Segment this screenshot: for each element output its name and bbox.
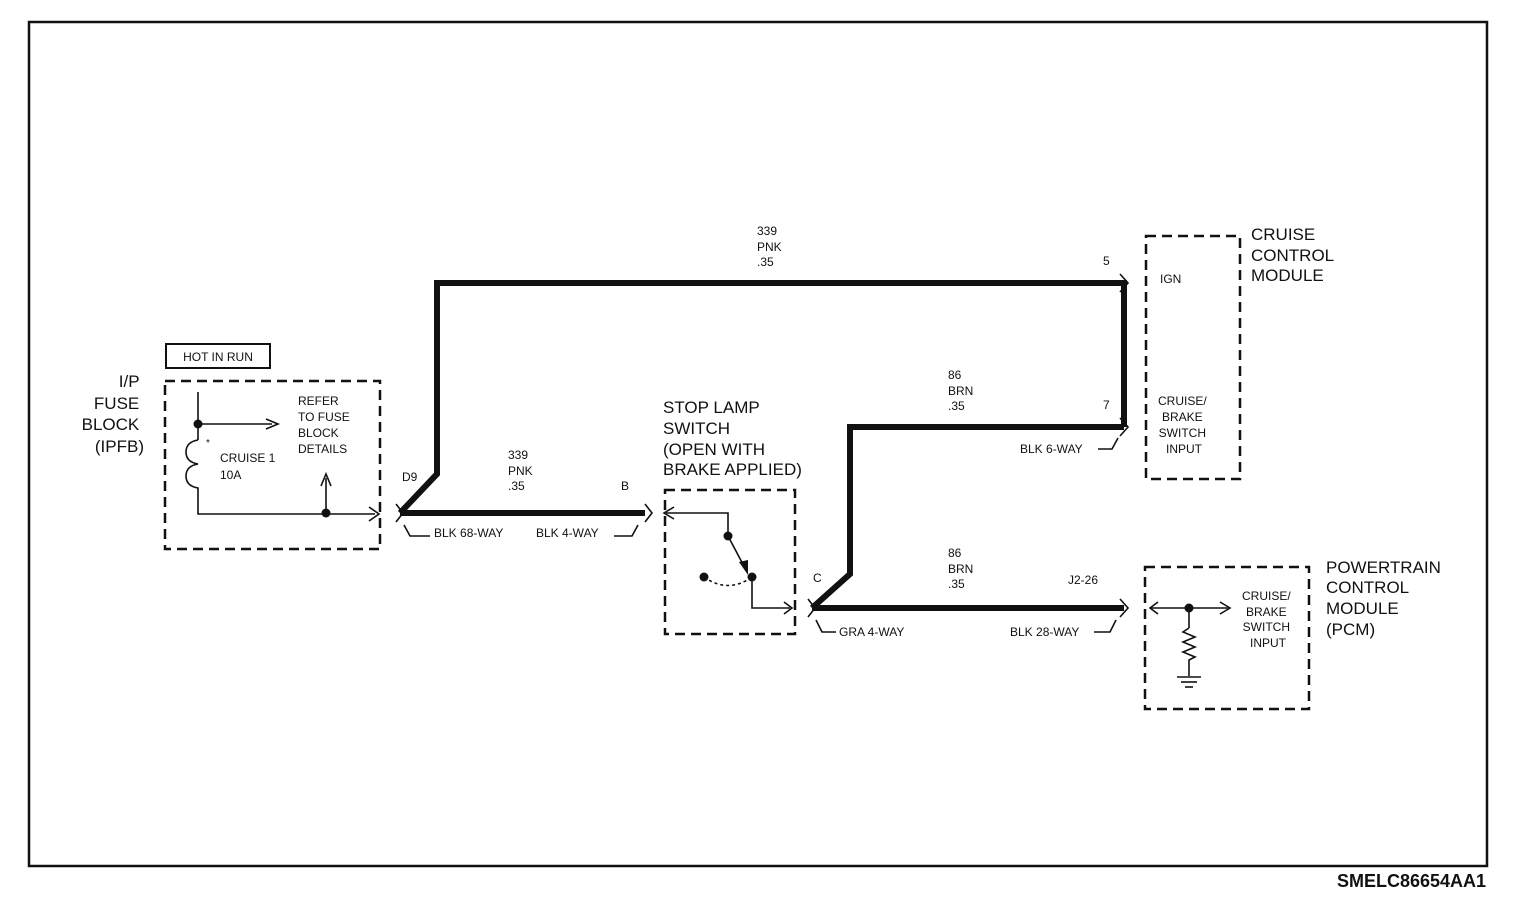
connector-b: B: [621, 479, 629, 493]
wire-339-pnk-top: [397, 280, 1127, 516]
connector-pin-5: 5: [1103, 254, 1110, 268]
wire-label-upper-brn: 86 BRN .35: [948, 368, 977, 413]
fuse-block-label: I/P FUSE BLOCK (IPFB): [82, 372, 144, 456]
cruise-module-outline: [1144, 234, 1242, 481]
connector-housings: BLK 68-WAY BLK 4-WAY GRA 4-WAY BLK 28-WA…: [403, 437, 1119, 639]
wire-label-mid: 339 PNK .35: [508, 448, 536, 493]
stop-lamp-switch-label: STOP LAMP SWITCH (OPEN WITH BRAKE APPLIE…: [663, 398, 802, 479]
refer-fuse-details: REFER TO FUSE BLOCK DETAILS: [298, 394, 353, 456]
wire-harness: [397, 280, 1127, 611]
cruise-pin-ign: IGN: [1160, 272, 1181, 286]
housing-blk-4-way: BLK 4-WAY: [536, 526, 599, 540]
diagram-frame: [27, 20, 1489, 868]
resistor-icon: [1180, 627, 1198, 676]
fuse-block: I/P FUSE BLOCK (IPFB) HOT IN RUN * CRUIS…: [82, 343, 382, 551]
housing-blk-68-way: BLK 68-WAY: [434, 526, 503, 540]
fuse-block-outline: [163, 379, 382, 551]
cruise-pin-brake-input: CRUISE/ BRAKE SWITCH INPUT: [1158, 394, 1210, 456]
wire-86-brn-upper: [809, 424, 1124, 611]
wire-label-top: 339 PNK .35: [757, 224, 785, 269]
housing-blk-6-way: BLK 6-WAY: [1020, 442, 1083, 456]
powertrain-control-module: CRUISE/ BRAKE SWITCH INPUT POWERTRAIN CO…: [1143, 558, 1446, 711]
connector-j2-26: J2-26: [1068, 573, 1098, 587]
pcm-pin-brake-input: CRUISE/ BRAKE SWITCH INPUT: [1242, 589, 1294, 650]
fuse-cruise1-label: CRUISE 1 10A: [220, 451, 279, 482]
pcm-label: POWERTRAIN CONTROL MODULE (PCM): [1326, 558, 1446, 639]
housing-blk-28-way: BLK 28-WAY: [1010, 625, 1079, 639]
pcm-outline: [1143, 565, 1311, 711]
stop-lamp-switch-outline: [663, 488, 797, 636]
wire-label-lower-brn: 86 BRN .35: [948, 546, 977, 591]
diagram-id: SMELC86654AA1: [1337, 871, 1486, 891]
cruise-module-label: CRUISE CONTROL MODULE: [1251, 225, 1338, 285]
stop-lamp-switch: STOP LAMP SWITCH (OPEN WITH BRAKE APPLIE…: [662, 398, 802, 636]
connector-c: C: [813, 571, 822, 585]
hot-in-run-box: [165, 343, 271, 369]
connector-d9: D9: [402, 470, 418, 484]
fuse-icon: [185, 439, 375, 515]
connector-ends: [395, 273, 1130, 618]
connector-pin-7: 7: [1103, 398, 1110, 412]
ground-icon: [1177, 676, 1201, 688]
hot-in-run-label: HOT IN RUN: [183, 350, 253, 364]
housing-gra-4-way: GRA 4-WAY: [839, 625, 904, 639]
cruise-control-module: IGN CRUISE/ BRAKE SWITCH INPUT CRUISE CO…: [1144, 225, 1338, 481]
svg-text:*: *: [206, 438, 210, 449]
